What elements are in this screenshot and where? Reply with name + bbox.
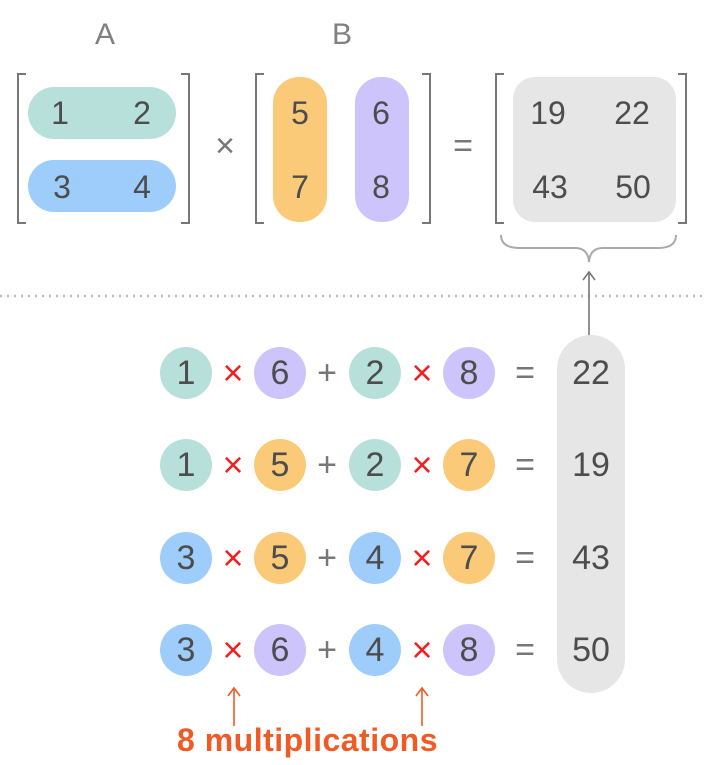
bracket-left	[255, 73, 264, 224]
result-value: 19	[572, 446, 610, 484]
a11: 1	[51, 95, 69, 131]
times-sign: ×	[215, 127, 235, 165]
c22: 50	[615, 169, 651, 205]
a-term-circle: 4	[349, 532, 401, 584]
a-term-circle: 3	[160, 532, 212, 584]
caption: 8 multiplications	[177, 722, 438, 758]
a21: 3	[53, 169, 71, 205]
orange-arrows	[227, 686, 429, 726]
a-term-circle: 3	[160, 624, 212, 676]
multiply-sign: ×	[222, 352, 244, 393]
multiply-sign: ×	[222, 629, 244, 670]
multiply-sign: ×	[411, 629, 433, 670]
row1-highlight	[28, 87, 176, 139]
bracket-left	[495, 73, 504, 224]
b12: 6	[372, 95, 390, 131]
results-column	[557, 335, 625, 693]
multiply-sign: ×	[222, 537, 244, 578]
bracket-right	[422, 73, 431, 224]
multiply-sign: ×	[411, 444, 433, 485]
equals-sign: =	[515, 446, 535, 484]
b11: 5	[291, 95, 309, 131]
bracket-right	[678, 73, 687, 224]
multiply-sign: ×	[411, 537, 433, 578]
a-term-circle: 4	[349, 624, 401, 676]
b-term-circle: 6	[254, 624, 306, 676]
equals-sign: =	[515, 354, 535, 392]
equals-sign: =	[515, 539, 535, 577]
bracket-left	[17, 73, 26, 224]
c11: 19	[530, 95, 566, 131]
curly-brace	[500, 234, 677, 263]
equals-sign: =	[453, 127, 473, 165]
b-term-circle: 5	[254, 439, 306, 491]
b22: 8	[372, 169, 390, 205]
a22: 4	[133, 169, 151, 205]
up-arrow	[582, 270, 596, 338]
col1-highlight	[273, 77, 327, 222]
a-term-circle: 2	[349, 439, 401, 491]
multiply-sign: ×	[411, 352, 433, 393]
a-term-circle: 1	[160, 347, 212, 399]
b-term-circle: 7	[443, 532, 495, 584]
result-value: 43	[572, 539, 610, 577]
equals-sign: =	[515, 631, 535, 669]
b-term-circle: 6	[254, 347, 306, 399]
result-value: 50	[572, 631, 610, 669]
multiply-sign: ×	[222, 444, 244, 485]
result-value: 22	[572, 354, 610, 392]
b-term-circle: 8	[443, 347, 495, 399]
b-term-circle: 7	[443, 439, 495, 491]
a12: 2	[133, 95, 151, 131]
b21: 7	[291, 169, 309, 205]
row2-highlight	[28, 160, 176, 212]
bracket-right	[181, 73, 190, 224]
plus-sign: +	[317, 446, 337, 484]
plus-sign: +	[317, 631, 337, 669]
result-highlight	[513, 77, 676, 222]
a-term-circle: 2	[349, 347, 401, 399]
plus-sign: +	[317, 539, 337, 577]
b-term-circle: 5	[254, 532, 306, 584]
matrix-b-label: B	[331, 18, 353, 51]
b-term-circle: 8	[443, 624, 495, 676]
c12: 22	[614, 95, 650, 131]
matrix-a-label: A	[94, 18, 116, 51]
col2-highlight	[355, 77, 409, 222]
plus-sign: +	[317, 354, 337, 392]
c21: 43	[532, 169, 568, 205]
a-term-circle: 1	[160, 439, 212, 491]
